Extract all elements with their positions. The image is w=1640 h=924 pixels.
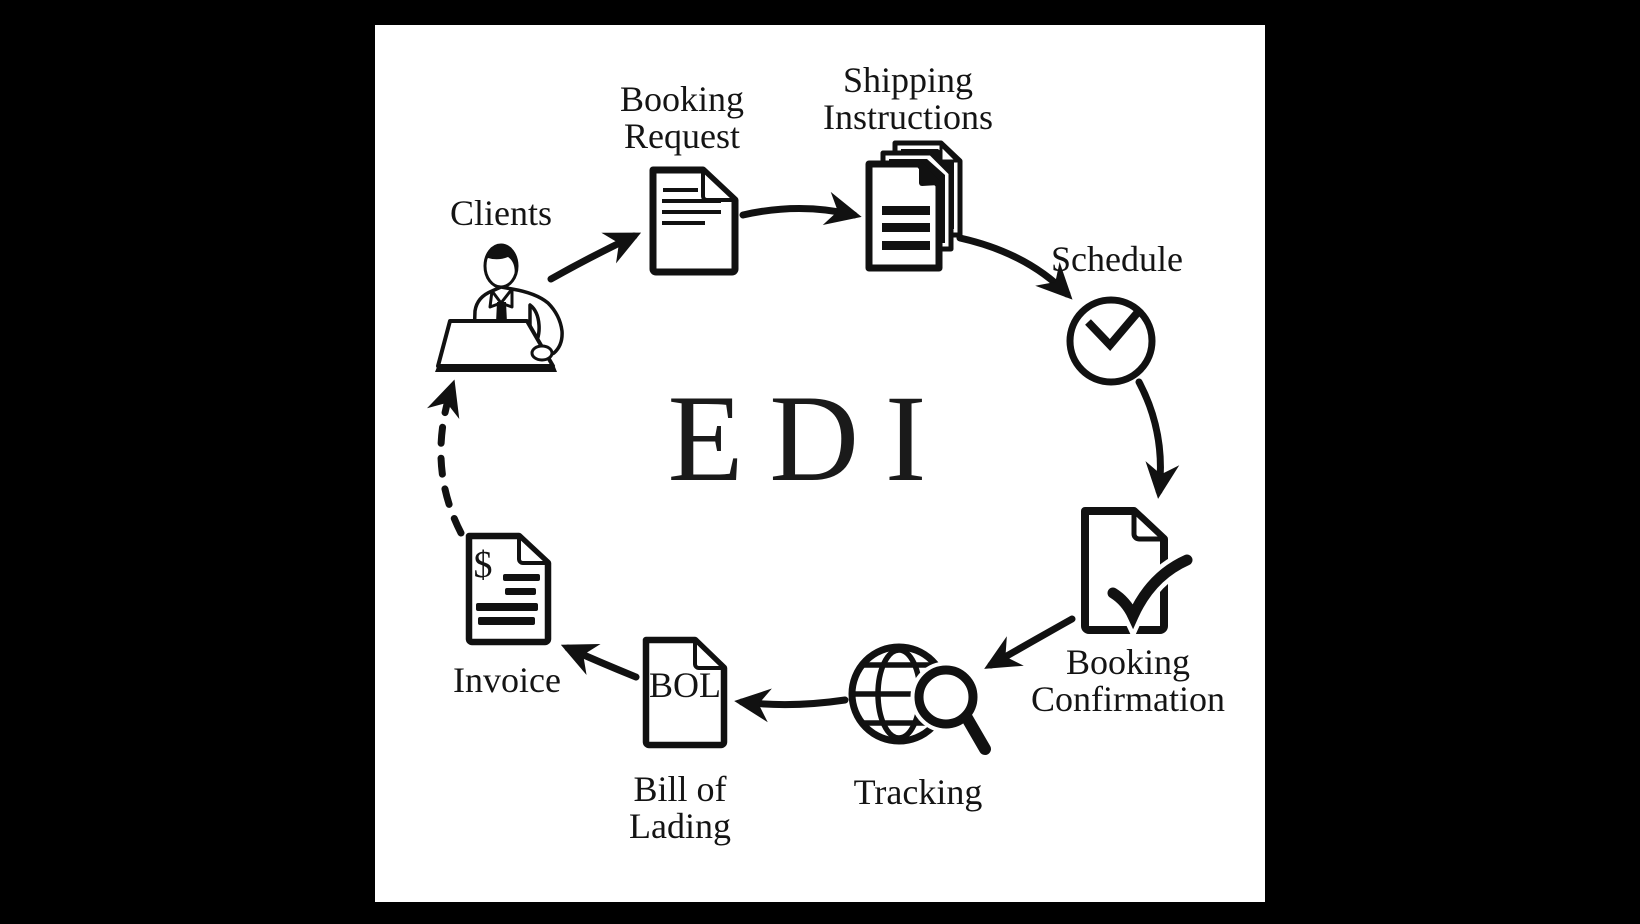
arrow-bill-of-lading-to-invoice: [560, 644, 640, 681]
arrow-tracking-to-bill-of-lading: [734, 688, 849, 723]
clock-icon: [1066, 296, 1156, 386]
arrow-schedule-to-booking-confirmation: [1135, 378, 1180, 499]
booking-request-label: Booking Request: [619, 79, 745, 156]
dollar-glyph: $: [474, 544, 493, 586]
document-icon: BOL: [642, 636, 728, 749]
globe-magnifier-icon: [848, 643, 995, 759]
diagram-canvas: EDI Clients Booking Request Shipping Ins…: [375, 25, 1265, 902]
shipping-instructions-label: Shipping Instructions: [823, 60, 993, 137]
invoice-label: Invoice: [453, 660, 561, 700]
bill-of-lading-label: Bill of Lading: [629, 769, 731, 846]
bol-doc-text: BOL: [649, 665, 721, 705]
document-check-icon: [1081, 507, 1197, 640]
tracking-label: Tracking: [853, 772, 983, 812]
edi-title: EDI: [667, 370, 953, 507]
invoice-document-icon: $: [465, 532, 552, 646]
booking-confirmation-label: Booking Confirmation: [1031, 642, 1225, 719]
person-at-laptop-icon: [435, 243, 564, 372]
schedule-label: Schedule: [1051, 239, 1183, 279]
clients-label: Clients: [449, 193, 553, 233]
arrow-invoice-to-clients-dashed: [427, 379, 465, 537]
document-stack-icon: [865, 140, 963, 272]
arrow-booking-request-to-shipping-instructions: [739, 191, 862, 225]
document-icon: [649, 166, 739, 276]
